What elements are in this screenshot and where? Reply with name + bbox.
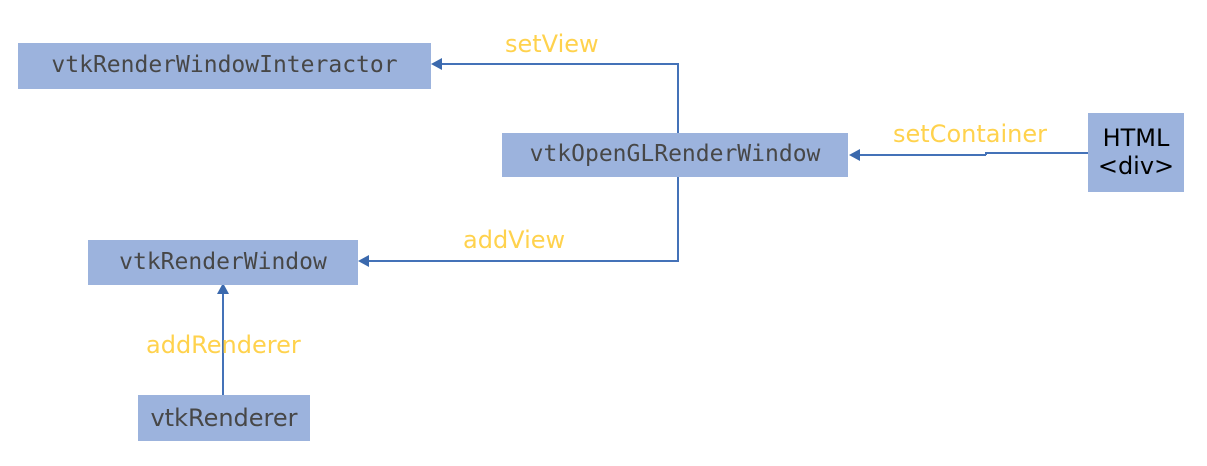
- edge-label-addview: addView: [463, 226, 566, 254]
- edge-setview-horizontal: [440, 63, 679, 65]
- edge-setview-vertical: [677, 63, 679, 135]
- edge-label-addrenderer: addRenderer: [146, 331, 301, 359]
- node-html-div-line1: HTML: [1102, 123, 1170, 152]
- edge-setcontainer-segment-left: [858, 154, 986, 156]
- edge-addview-vertical: [677, 175, 679, 262]
- edge-addrenderer-arrowhead: [217, 283, 229, 294]
- edge-addrenderer-vertical: [222, 285, 224, 395]
- node-vtk-render-window[interactable]: vtkRenderWindow: [88, 240, 358, 285]
- node-vtk-renderer[interactable]: vtkRenderer: [138, 395, 310, 441]
- edge-setview-arrowhead: [431, 58, 442, 70]
- edge-setcontainer-segment-right: [985, 152, 1088, 154]
- node-vtk-opengl-render-window[interactable]: vtkOpenGLRenderWindow: [502, 133, 848, 177]
- node-html-div-line2: <div>: [1097, 151, 1175, 180]
- edge-addview-arrowhead: [358, 255, 369, 267]
- node-vtk-render-window-interactor[interactable]: vtkRenderWindowInteractor: [18, 43, 431, 89]
- edge-addview-horizontal: [367, 260, 679, 262]
- edge-label-setcontainer: setContainer: [893, 120, 1047, 148]
- edge-setcontainer-arrowhead: [849, 149, 860, 161]
- edge-setcontainer-jog: [985, 152, 987, 155]
- node-html-div[interactable]: HTML <div>: [1088, 113, 1184, 192]
- edge-label-setview: setView: [505, 30, 599, 58]
